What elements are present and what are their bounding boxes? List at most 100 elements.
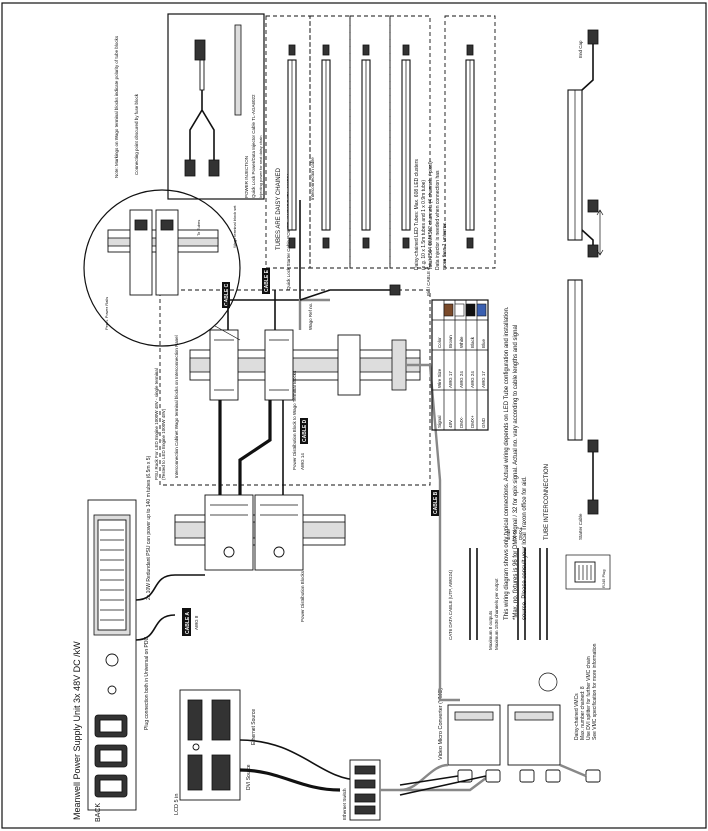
interconnect-cable-label: Interconnection cable — [310, 157, 315, 200]
vmc-daisy-4: See VMC specification for more informati… — [592, 643, 598, 740]
cable-table-cell: Brown — [448, 335, 453, 348]
ethernet-source-label: Ethernet Source — [251, 709, 257, 745]
vmc-connector-5 — [585, 769, 601, 783]
perm-power-rails: Perm. Power Rails — [104, 297, 109, 330]
cable-e-badge: CABLE E — [262, 268, 270, 294]
svg-text:CABLE B: CABLE B — [433, 491, 439, 514]
vmc-max-outputs: Maximum 8 outputs — [488, 610, 493, 650]
disclaimer-line-3: source. Please consult your local Traxon… — [522, 476, 528, 620]
tube-interconnection-title: TUBE INTERCONNECTION — [544, 464, 550, 540]
psu-rack-note-2: (Tested to LED Engine 1000W 48V) — [161, 408, 166, 480]
wago-ref-label: Wago Ref no. — [308, 303, 313, 330]
distribution-block-2 — [254, 494, 304, 571]
tubes-heading: TUBES ARE DAISY CHAINED — [276, 167, 282, 250]
cable-table-cell: Blue — [481, 338, 486, 348]
cable-table-cell: Black — [470, 336, 475, 348]
interconnection-heading: Interconnection Cabinet Wago terminal bl… — [174, 335, 179, 478]
to-tubes-label: To Tubes — [196, 220, 201, 236]
power-injection-box — [167, 13, 265, 200]
distribution-rail — [174, 494, 346, 571]
svg-text:CABLE D: CABLE D — [302, 419, 308, 442]
psu-title: Meanwell Power Supply Unit 3x 48V DC /kW — [72, 641, 82, 820]
cable-b-badge: CABLE B — [431, 490, 439, 516]
vmc-section: Video Micro Converter (VMC) Daisy-chaine… — [380, 527, 611, 796]
psu-back-label: BACK — [95, 803, 102, 822]
lcd-label: LCD 5 in — [174, 794, 180, 815]
tubes-section — [265, 15, 496, 269]
vmc-connector-4 — [545, 769, 561, 783]
rj45-label: RJ45 Plug — [601, 570, 606, 588]
vmc-connector-2 — [485, 769, 501, 783]
cable-table-cell: AWG 24 — [470, 371, 475, 388]
vmc-dmx-plus: DMX+ — [518, 527, 523, 540]
cable-d-badge: CABLE D — [300, 418, 308, 444]
vmc-daisy-2: Max. number chained: 8 — [580, 686, 586, 740]
cable-a-awg: AWG 8 — [194, 615, 199, 630]
cable-table-cell: DMX- — [459, 416, 464, 428]
connecting-point-label: Connecting point obscured by fuse block — [134, 93, 139, 175]
cable-table-cell: AWG 24 — [459, 371, 464, 388]
cable-table-cell: AWG 17 — [481, 371, 486, 388]
vmc-connector-3 — [519, 769, 535, 783]
distribution-block-1 — [204, 494, 254, 571]
power-injection-title: POWER INJECTION — [244, 156, 249, 198]
distribution-block-label: Power Distribution Blocks — [300, 570, 305, 622]
cable-table-header-wire: Wire Size — [437, 368, 442, 388]
cable-table-title: Pin / CABLE C — [426, 266, 431, 296]
cable-c-badge: CABLE C — [222, 282, 230, 308]
vmc-label: Video Micro Converter (VMC) — [438, 688, 444, 760]
cable-table-header-signal: Signal — [437, 415, 442, 428]
terminal-magnifier — [83, 189, 241, 347]
svg-text:CABLE C: CABLE C — [224, 283, 230, 306]
tubes-note-1: Daisy-chained LED Tubes: Max. 608 LED cl… — [414, 159, 420, 270]
tubes-note-4: Data injector is needed when connection … — [435, 170, 441, 270]
vmc-dmx-minus: DMX- — [512, 528, 517, 540]
cable-table: Pin / CABLE C Signal Wire Size Color 48V… — [426, 266, 489, 431]
psu-plug-note: Plug connection both in Universal on PDU — [144, 637, 150, 730]
quick-lock-label: Quick Lock Starter Cable POWER: AWG17 DA… — [286, 173, 291, 290]
cable-color-swatch — [465, 303, 476, 317]
psu-switch-icon — [105, 653, 119, 667]
disclaimer-line-1: This wiring diagram shows only typical c… — [504, 306, 510, 620]
disclaimer-line-2: *Max. no. fixtures is 96 for DMX signal … — [513, 325, 519, 620]
cable-color-swatch — [476, 303, 487, 317]
psu-rack-note: PSU Rack For LED Engine 1000W 48V - sing… — [154, 368, 159, 480]
end-cap-label: End Cap — [578, 40, 583, 58]
cable-table-header-color: Color — [437, 337, 442, 348]
awg14-label: AWG 14 — [300, 453, 305, 470]
cable-table-cell: GND — [481, 417, 486, 428]
distribution-block-label-2: Power Distribution Block to Wago Termina… — [292, 370, 297, 470]
interconnection-cabinet — [159, 289, 431, 486]
cat6-label: CAT6 DATA CABLE (UTP, AWG24) — [448, 569, 453, 640]
wago-block-set: Wago terminal block set — [232, 205, 237, 248]
svg-text:CABLE E: CABLE E — [264, 269, 270, 292]
cable-table-cell: DMX+ — [470, 415, 475, 428]
tube-interconnection — [567, 29, 604, 515]
starter-cable-label: Starter Cable — [578, 513, 583, 540]
psu-rate-note: 2x 10W Redundant PSU can power up to 140… — [146, 455, 152, 600]
quick-lock-connector — [389, 284, 401, 296]
tubes-note-5: more than 1 universe. — [442, 222, 448, 270]
vmc-gnd: GND — [506, 529, 511, 540]
tubes-note-3: Total 2564 DMX512 channels (4 channels /… — [428, 161, 434, 270]
power-injection-note: Injecting power for next daisy chain — [258, 136, 263, 198]
svg-text:CABLE A: CABLE A — [185, 612, 191, 634]
lcd-section: LCD 5 in Ethernet Source DVI Source Ethe… — [174, 689, 381, 821]
cable-a-badge: CABLE A — [182, 608, 191, 636]
ethernet-switch-label: Ethernet Switch — [342, 788, 347, 820]
vmc-daisy-1: Daisy-chained VMCs — [574, 693, 580, 740]
vmc-chain-magnifier — [538, 672, 558, 692]
tubes-note-2: (e.g. 10 x 1.5m tubes and 1 x 0.9m tube) — [421, 180, 427, 270]
cable-table-cell: 48V — [448, 420, 453, 428]
note-markings: Note: Markings on Wago terminal blocks i… — [114, 35, 119, 178]
vmc-daisy-3: Use DVI splitter for further VMC chain — [586, 656, 592, 740]
cable-table-cell: AWG 17 — [448, 371, 453, 388]
vmc-max-tubes: Maximum 1536 channels per output — [494, 578, 499, 650]
cable-color-swatch — [454, 303, 465, 317]
dvi-source-label: DVI Source — [246, 764, 252, 790]
cable-color-swatch — [443, 303, 454, 317]
cable-table-cell: White — [459, 336, 464, 348]
power-injection-desc: Quick Lock Power/Data Injector Cable TL-… — [251, 94, 256, 198]
